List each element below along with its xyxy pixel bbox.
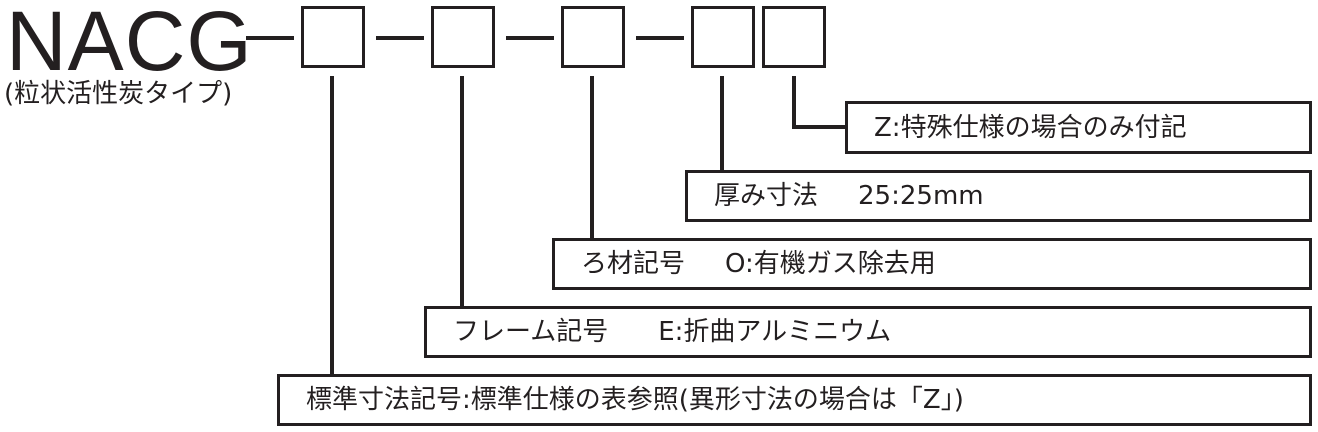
desc-thickness-value: 25:25mm [858,181,984,211]
desc-z-spec: Z:特殊仕様の場合のみ付記 [845,101,1312,154]
desc-filter-material: ろ材記号 O:有機ガス除去用 [552,238,1312,290]
leader-frame [460,76,464,309]
slot-standard-size [301,6,365,68]
model-prefix: NACG [6,0,253,88]
dash-separator-3 [506,36,554,40]
dash-separator-1 [246,36,294,40]
desc-thickness-label: 厚み寸法 [714,181,819,211]
dash-separator-2 [376,36,424,40]
desc-filter-material-label: ろ材記号 [581,249,686,279]
leader-z-spec-vertical [792,76,796,129]
dash-separator-4 [636,36,684,40]
slot-frame [431,6,495,68]
slot-thickness [691,6,755,68]
leader-thickness [720,76,724,172]
slot-z-spec [762,6,826,68]
leader-z-spec-horizontal [792,125,847,129]
desc-z-spec-text: Z:特殊仕様の場合のみ付記 [874,112,1187,143]
desc-standard-size: 標準寸法記号:標準仕様の表参照(異形寸法の場合は「Z」) [277,374,1312,426]
desc-frame-label: フレーム記号 [453,317,609,347]
desc-standard-size-text: 標準寸法記号:標準仕様の表参照(異形寸法の場合は「Z」) [306,385,964,415]
model-subtitle: (粒状活性炭タイプ) [4,79,233,109]
desc-frame-value: E:折曲アルミニウム [658,317,892,347]
leader-standard-size [330,76,334,375]
desc-thickness: 厚み寸法 25:25mm [685,170,1312,222]
desc-frame: フレーム記号 E:折曲アルミニウム [424,306,1312,358]
slot-filter-material [561,6,625,68]
desc-filter-material-value: O:有機ガス除去用 [725,249,936,279]
leader-filter-material [590,76,594,240]
